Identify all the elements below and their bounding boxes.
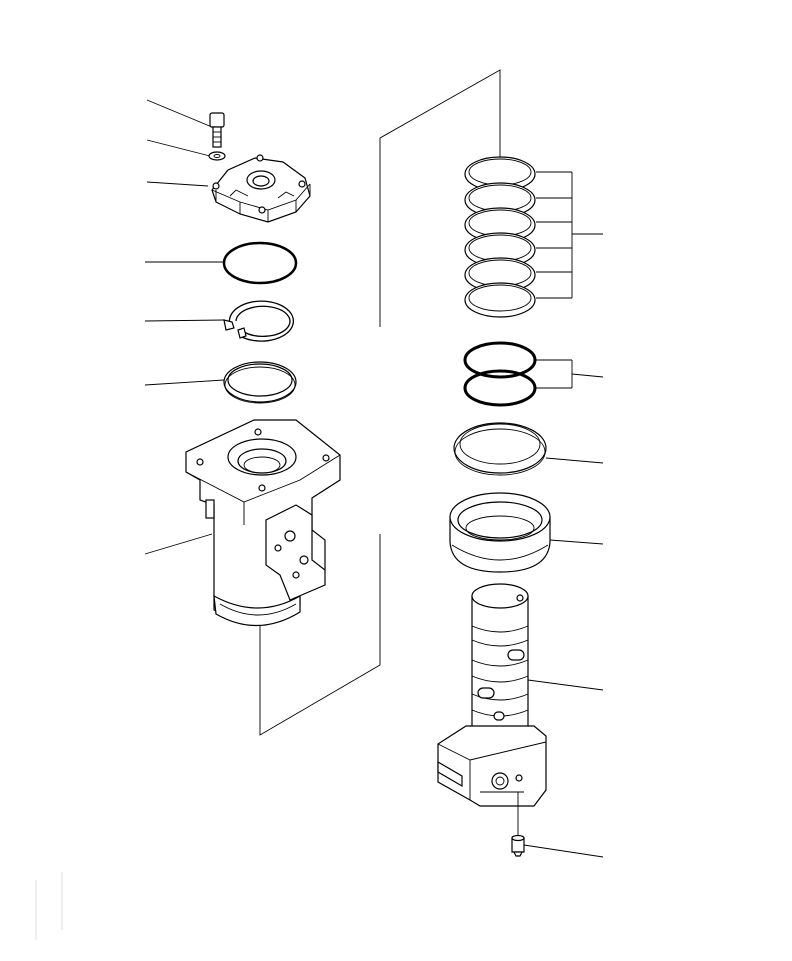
leader-line-snap-ring [144,319,225,322]
leader-line-washer [146,139,211,157]
cover-part [211,154,311,223]
leader-line-shaft [527,679,604,691]
leader-line-grease-fitting [523,844,604,858]
scan-artefact-marks [35,872,63,940]
grease-fitting-part [511,792,525,857]
washer-part [208,151,226,161]
o-ring-part [222,241,298,285]
seal-ring-part [223,361,297,404]
bolt-part [209,112,225,148]
swivel-body-part [185,419,341,627]
leader-bracket-seal-rings [536,171,603,299]
leader-line-cover [146,181,209,187]
snap-ring-part [223,300,295,342]
o-rings-pair-part [463,341,537,407]
ring-part [453,422,547,476]
leader-line-bolt [146,99,213,128]
assembly-bracket-line-lower [259,534,381,736]
assembly-bracket-line-upper [379,69,501,327]
dust-seal-part [449,492,551,573]
leader-line-dust-seal [549,539,604,545]
seal-rings-stack-part [464,156,536,318]
leader-line-body [144,533,213,555]
swivel-shaft-part [437,583,547,807]
leader-line-seal-ring [144,379,225,386]
leader-line-ring [545,457,604,464]
leader-bracket-o-rings [536,359,604,389]
